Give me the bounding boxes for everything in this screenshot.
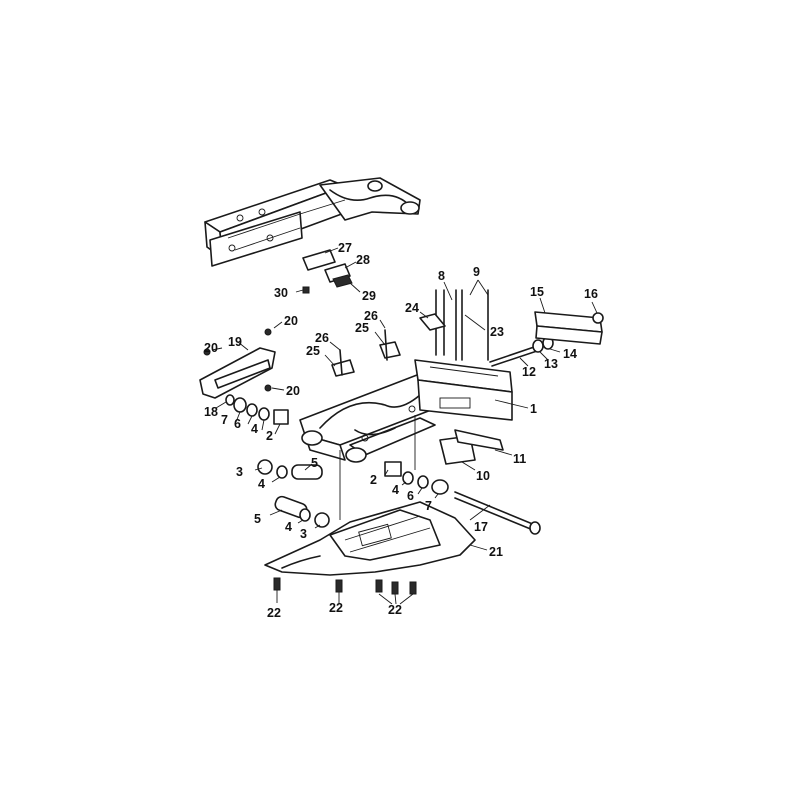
callout-29: 29 bbox=[362, 289, 376, 303]
bolt-26-left bbox=[329, 341, 343, 376]
callout-3: 3 bbox=[300, 527, 307, 541]
callout-20: 20 bbox=[204, 341, 218, 355]
callout-5: 5 bbox=[311, 456, 318, 470]
top-frame-assembly bbox=[204, 177, 421, 267]
callout-20: 20 bbox=[286, 384, 300, 398]
callout-11: 11 bbox=[513, 452, 526, 466]
rubber-29 bbox=[332, 274, 361, 293]
callout-10: 10 bbox=[476, 469, 490, 483]
callout-17: 17 bbox=[474, 520, 488, 534]
bolt-26-right bbox=[379, 319, 388, 361]
callout-9: 9 bbox=[473, 265, 480, 279]
callout-20: 20 bbox=[284, 314, 298, 328]
clamp-25-left bbox=[324, 354, 355, 377]
bolts-22 bbox=[273, 577, 417, 605]
callout-25: 25 bbox=[306, 344, 320, 358]
callout-27: 27 bbox=[338, 241, 352, 255]
callout-22: 22 bbox=[267, 606, 281, 620]
nuts-20 bbox=[203, 321, 285, 392]
bushing-row-right bbox=[384, 461, 449, 499]
callout-labels: 1 2 2 3 3 4 4 4 4 5 5 6 6 7 7 8 9 10 11 … bbox=[204, 241, 598, 620]
callout-6: 6 bbox=[407, 489, 414, 503]
callout-8: 8 bbox=[438, 269, 445, 283]
callout-7: 7 bbox=[221, 413, 228, 427]
callout-14: 14 bbox=[563, 347, 577, 361]
callout-3: 3 bbox=[236, 465, 243, 479]
callout-4: 4 bbox=[258, 477, 265, 491]
callout-12: 12 bbox=[522, 365, 536, 379]
callout-16: 16 bbox=[584, 287, 598, 301]
mount-bracket-27 bbox=[302, 247, 339, 271]
callout-1: 1 bbox=[530, 402, 537, 416]
callout-2: 2 bbox=[370, 473, 377, 487]
callout-7: 7 bbox=[425, 499, 432, 513]
callout-4: 4 bbox=[251, 422, 258, 436]
plate-11 bbox=[454, 429, 513, 456]
bolt-18 bbox=[215, 394, 235, 409]
leader-23 bbox=[464, 314, 486, 331]
pivot-bolt-17 bbox=[454, 491, 541, 535]
bracket-24 bbox=[419, 311, 446, 331]
callout-24: 24 bbox=[405, 301, 419, 315]
callout-22: 22 bbox=[388, 603, 402, 617]
callout-26: 26 bbox=[364, 309, 378, 323]
callout-26: 26 bbox=[315, 331, 329, 345]
callout-28: 28 bbox=[356, 253, 370, 267]
bracket-19 bbox=[199, 341, 276, 399]
callout-22: 22 bbox=[329, 601, 343, 615]
callout-23: 23 bbox=[490, 325, 504, 339]
bushing-set-lower bbox=[269, 495, 330, 529]
callout-2: 2 bbox=[266, 429, 273, 443]
callout-13: 13 bbox=[544, 357, 558, 371]
swing-arm-1 bbox=[299, 359, 529, 463]
callout-4: 4 bbox=[392, 483, 399, 497]
callout-19: 19 bbox=[228, 335, 242, 349]
callout-5: 5 bbox=[254, 512, 261, 526]
bolts-9 bbox=[461, 279, 489, 361]
cradle-21 bbox=[264, 501, 488, 576]
clamp-25-right bbox=[374, 331, 401, 359]
bushing-set-upper bbox=[254, 459, 323, 483]
callout-30: 30 bbox=[274, 286, 288, 300]
cap-16 bbox=[591, 301, 604, 324]
callout-25: 25 bbox=[355, 321, 369, 335]
callout-4: 4 bbox=[285, 520, 292, 534]
axle-bolt-12 bbox=[489, 344, 541, 367]
callout-18: 18 bbox=[204, 405, 218, 419]
chain-guide-15 bbox=[534, 297, 603, 345]
bushing-row-left bbox=[233, 397, 289, 435]
callout-15: 15 bbox=[530, 285, 544, 299]
callout-21: 21 bbox=[489, 545, 503, 559]
callout-6: 6 bbox=[234, 417, 241, 431]
bolt-30 bbox=[295, 286, 310, 294]
